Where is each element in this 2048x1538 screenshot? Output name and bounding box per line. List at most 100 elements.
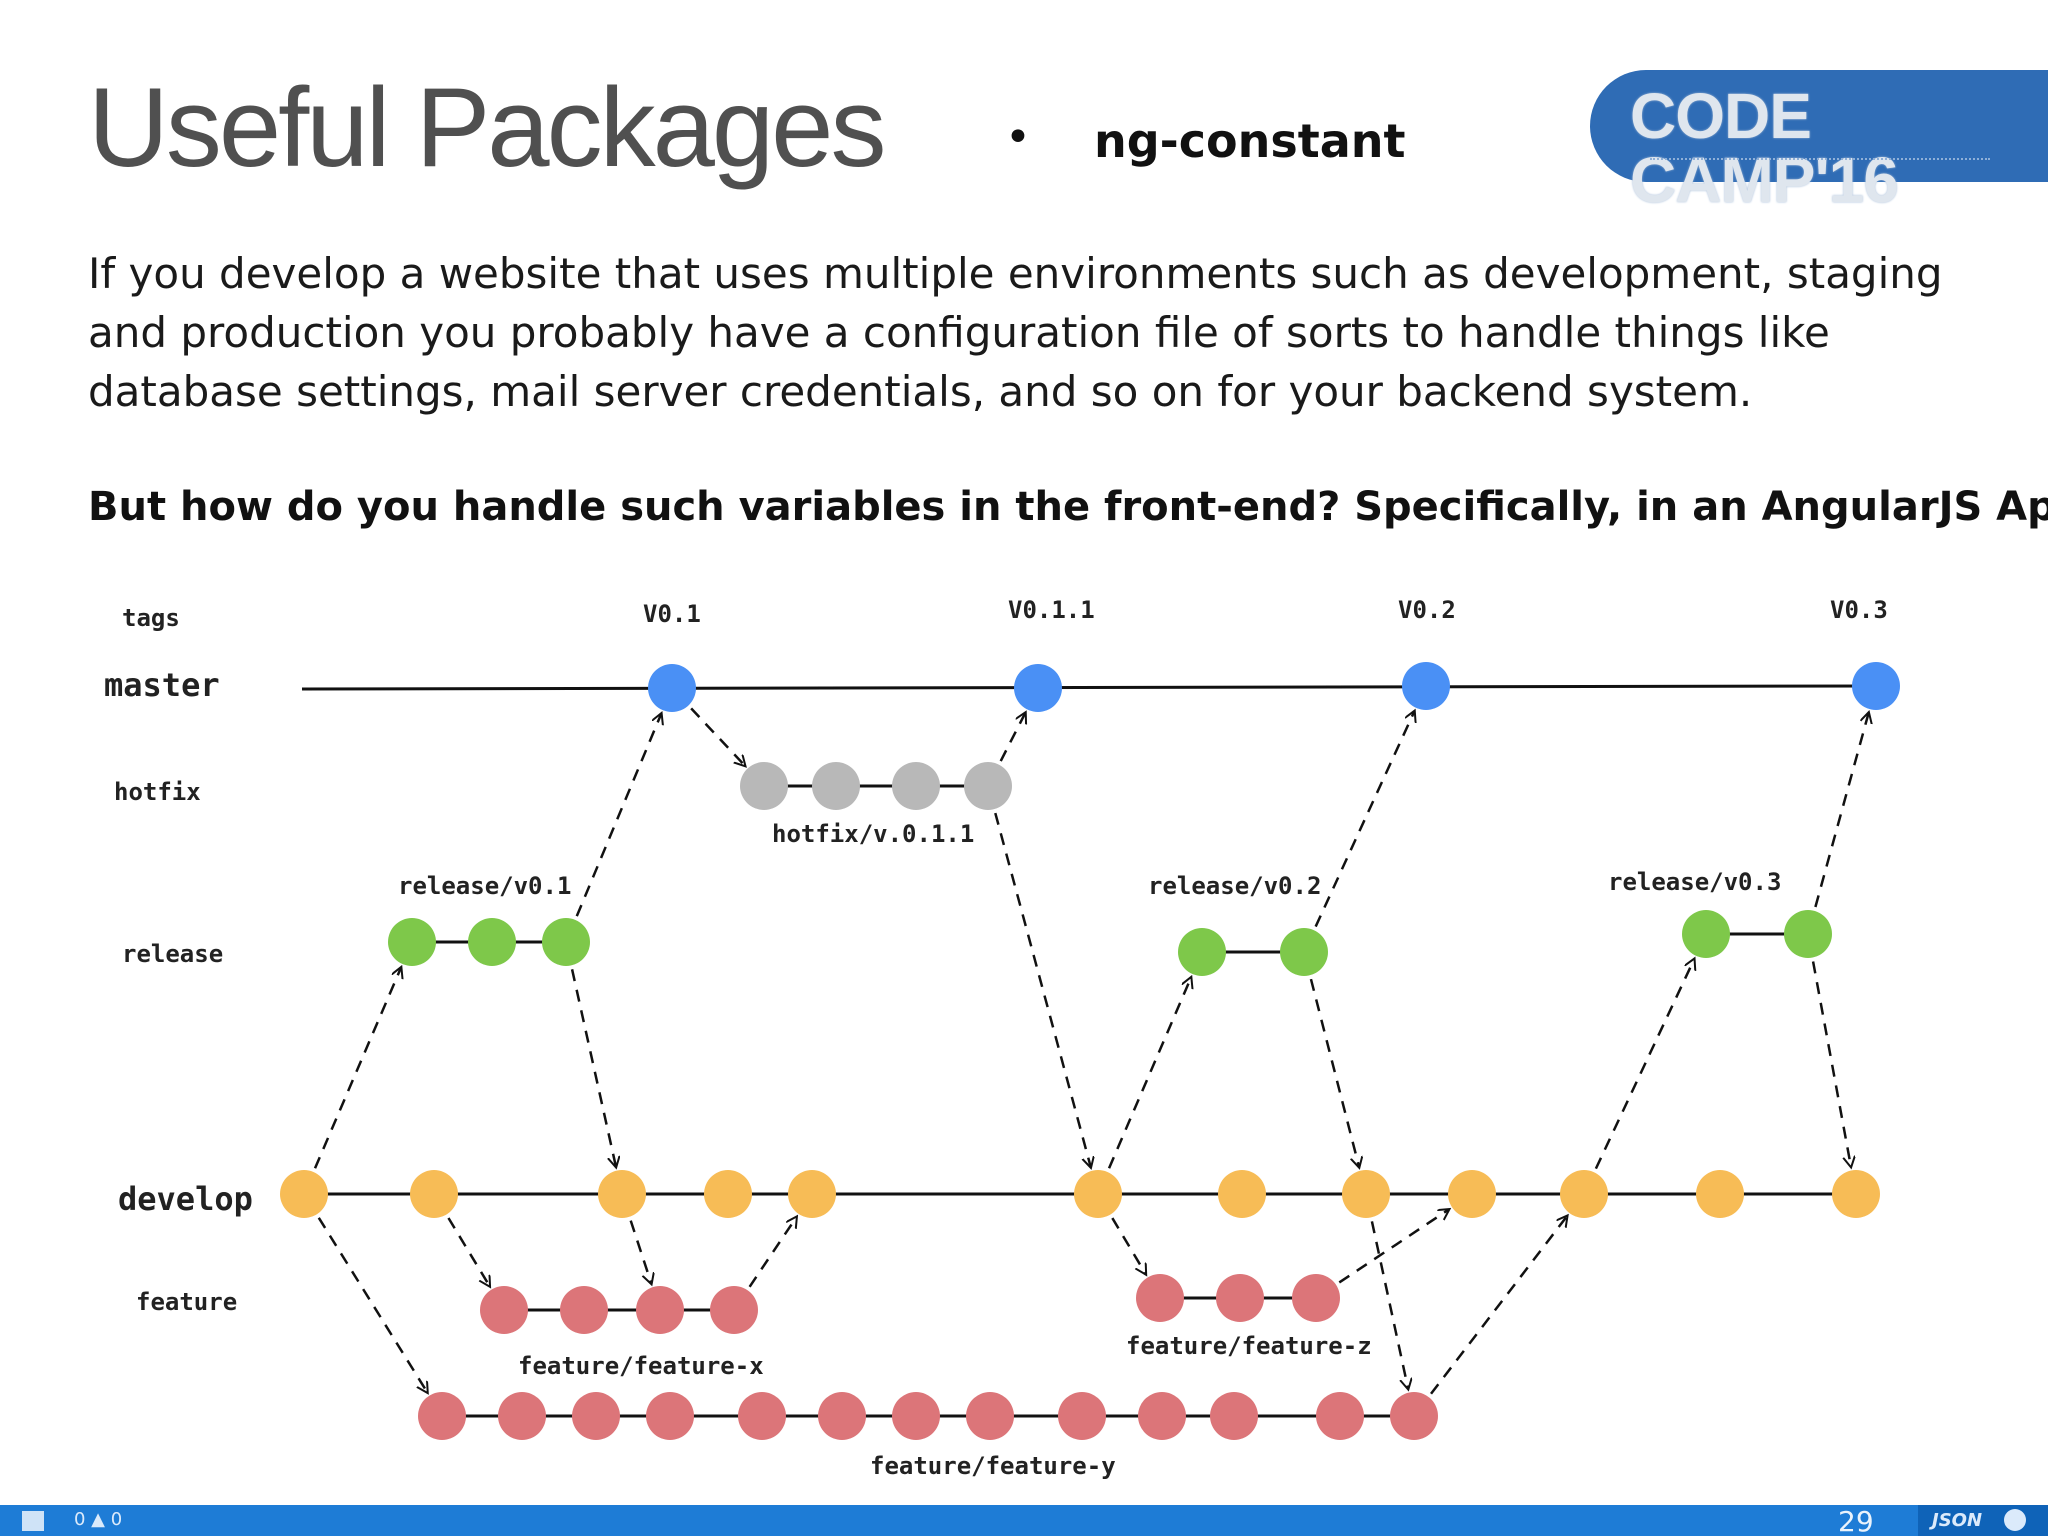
format-indicator[interactable]: JSON	[1918, 1505, 2048, 1536]
merge-arrow	[1430, 1216, 1567, 1395]
lane-label-master: master	[104, 666, 220, 704]
develop-commit-node	[1696, 1170, 1744, 1218]
lane-label-hotfix: hotfix	[114, 778, 201, 806]
release-commit-node	[1178, 928, 1226, 976]
gitflow-diagram: tags master hotfix release develop featu…	[104, 596, 1900, 1480]
release-commit-node	[388, 918, 436, 966]
error-warning-count[interactable]: 0 ▲ 0	[74, 1509, 123, 1530]
release-commit-node	[468, 918, 516, 966]
develop-commit-node	[788, 1170, 836, 1218]
hotfix-commit-node	[812, 762, 860, 810]
merge-arrow	[447, 1217, 489, 1286]
feature-commit-node	[1210, 1392, 1258, 1440]
merge-arrow	[994, 812, 1090, 1167]
branch-label-feature-z: feature/feature-z	[1126, 1332, 1372, 1360]
merge-arrow	[1314, 711, 1415, 928]
develop-commit-node	[410, 1170, 458, 1218]
feature-commit-node	[1136, 1274, 1184, 1322]
merge-arrow	[313, 968, 401, 1169]
develop-commit-node	[280, 1170, 328, 1218]
develop-commit-node	[704, 1170, 752, 1218]
hotfix-commit-node	[740, 762, 788, 810]
release-commit-node	[1280, 928, 1328, 976]
lane-label-tags: tags	[122, 604, 180, 632]
feature-commit-node	[418, 1392, 466, 1440]
master-commit-node	[1852, 662, 1900, 710]
package-name: ng-constant	[1094, 114, 1406, 168]
smiley-icon[interactable]	[2004, 1509, 2026, 1531]
release-commit-node	[1784, 910, 1832, 958]
diagram-nodes	[280, 662, 1900, 1440]
develop-commit-node	[1342, 1170, 1390, 1218]
merge-arrow	[999, 713, 1026, 762]
feature-commit-node	[738, 1392, 786, 1440]
tag-v0-1-1: V0.1.1	[1008, 596, 1095, 624]
feature-commit-node	[1316, 1392, 1364, 1440]
feature-commit-node	[498, 1392, 546, 1440]
hotfix-commit-node	[892, 762, 940, 810]
release-commit-node	[1682, 910, 1730, 958]
app-icon[interactable]	[22, 1511, 44, 1531]
master-line	[301, 684, 1877, 691]
tag-v0-1: V0.1	[643, 600, 701, 628]
tag-v0-3: V0.3	[1830, 596, 1888, 624]
merge-arrow	[317, 1217, 427, 1392]
master-commit-node	[648, 664, 696, 712]
merge-arrow	[570, 969, 616, 1166]
tag-v0-2: V0.2	[1398, 596, 1456, 624]
branch-label-release-v0-1: release/v0.1	[398, 872, 571, 900]
lane-label-develop: develop	[118, 1180, 253, 1218]
feature-commit-node	[892, 1392, 940, 1440]
feature-commit-node	[1216, 1274, 1264, 1322]
merge-arrow	[1338, 1210, 1448, 1284]
feature-commit-node	[1058, 1392, 1106, 1440]
feature-commit-node	[572, 1392, 620, 1440]
feature-commit-node	[1390, 1392, 1438, 1440]
lane-label-release: release	[122, 940, 223, 968]
merge-arrow	[629, 1220, 652, 1284]
merge-arrow	[1814, 713, 1868, 908]
feature-commit-node	[1292, 1274, 1340, 1322]
merge-arrow	[1107, 978, 1191, 1169]
question-text: But how do you handle such variables in …	[88, 484, 2048, 530]
format-label: JSON	[1932, 1510, 1983, 1531]
logo-subline	[1650, 158, 1990, 166]
develop-commit-node	[1448, 1170, 1496, 1218]
feature-commit-node	[818, 1392, 866, 1440]
merge-arrow	[1309, 978, 1359, 1167]
release-commit-node	[542, 918, 590, 966]
develop-commit-node	[598, 1170, 646, 1218]
merge-arrow	[1370, 1221, 1408, 1388]
intro-paragraph: If you develop a website that uses multi…	[88, 249, 1943, 416]
hotfix-commit-node	[964, 762, 1012, 810]
feature-commit-node	[636, 1286, 684, 1334]
branch-label-feature-x: feature/feature-x	[518, 1352, 764, 1380]
branch-label-feature-y: feature/feature-y	[870, 1452, 1116, 1480]
status-bar: 0 ▲ 0 29 JSON	[0, 1505, 2048, 1538]
feature-commit-node	[480, 1286, 528, 1334]
bullet-marker: •	[1005, 112, 1031, 163]
merge-arrow	[690, 707, 745, 765]
merge-arrow	[575, 714, 661, 917]
feature-commit-node	[1138, 1392, 1186, 1440]
lane-label-feature: feature	[136, 1288, 237, 1316]
merge-arrow	[1111, 1217, 1145, 1274]
diagram-edges	[301, 684, 1877, 1418]
feature-commit-node	[646, 1392, 694, 1440]
develop-commit-node	[1218, 1170, 1266, 1218]
develop-commit-node	[1560, 1170, 1608, 1218]
branch-label-hotfix: hotfix/v.0.1.1	[772, 820, 974, 848]
branch-label-release-v0-3: release/v0.3	[1608, 868, 1781, 896]
master-commit-node	[1402, 662, 1450, 710]
merge-arrow	[1594, 959, 1694, 1170]
develop-commit-node	[1832, 1170, 1880, 1218]
codecamp-logo: CODE CAMP'16	[1590, 70, 2048, 212]
logo-text: CODE CAMP'16	[1630, 80, 1899, 216]
merge-arrow	[748, 1217, 797, 1288]
branch-label-release-v0-2: release/v0.2	[1148, 872, 1321, 900]
slide-title: Useful Packages	[88, 65, 886, 190]
feature-commit-node	[710, 1286, 758, 1334]
master-commit-node	[1014, 664, 1062, 712]
feature-commit-node	[560, 1286, 608, 1334]
develop-commit-node	[1074, 1170, 1122, 1218]
